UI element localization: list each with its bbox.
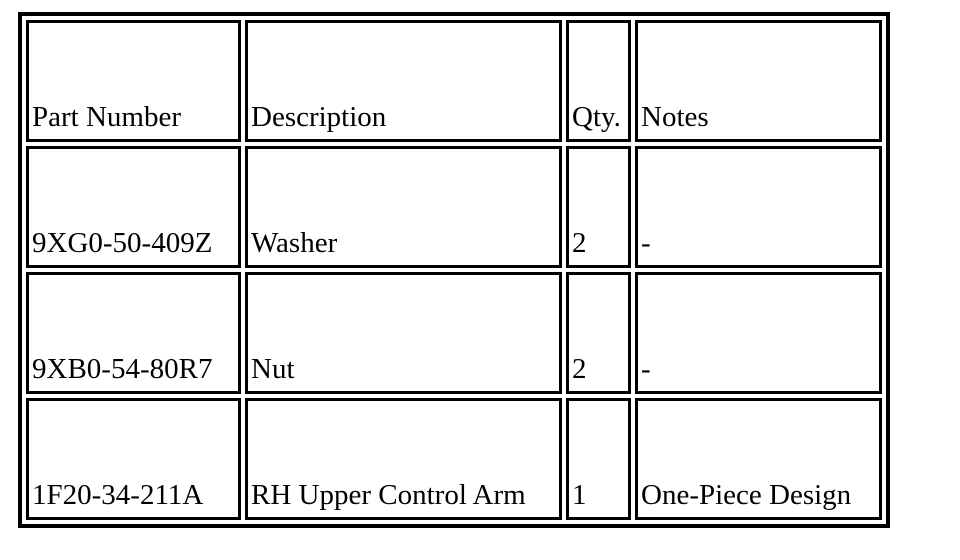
column-header: Part Number [26,20,241,142]
table-cell: RH Upper Control Arm [245,398,562,520]
table-cell: - [635,272,882,394]
table-cell: Nut [245,272,562,394]
table-cell: 1F20-34-211A [26,398,241,520]
table-cell: Washer [245,146,562,268]
table-cell: One-Piece Design [635,398,882,520]
table-cell: 2 [566,272,631,394]
column-header: Notes [635,20,882,142]
table-cell: 2 [566,146,631,268]
table-cell: - [635,146,882,268]
table-cell: 9XG0-50-409Z [26,146,241,268]
table-cell: 1 [566,398,631,520]
column-header: Qty. [566,20,631,142]
column-header: Description [245,20,562,142]
table-cell: 9XB0-54-80R7 [26,272,241,394]
